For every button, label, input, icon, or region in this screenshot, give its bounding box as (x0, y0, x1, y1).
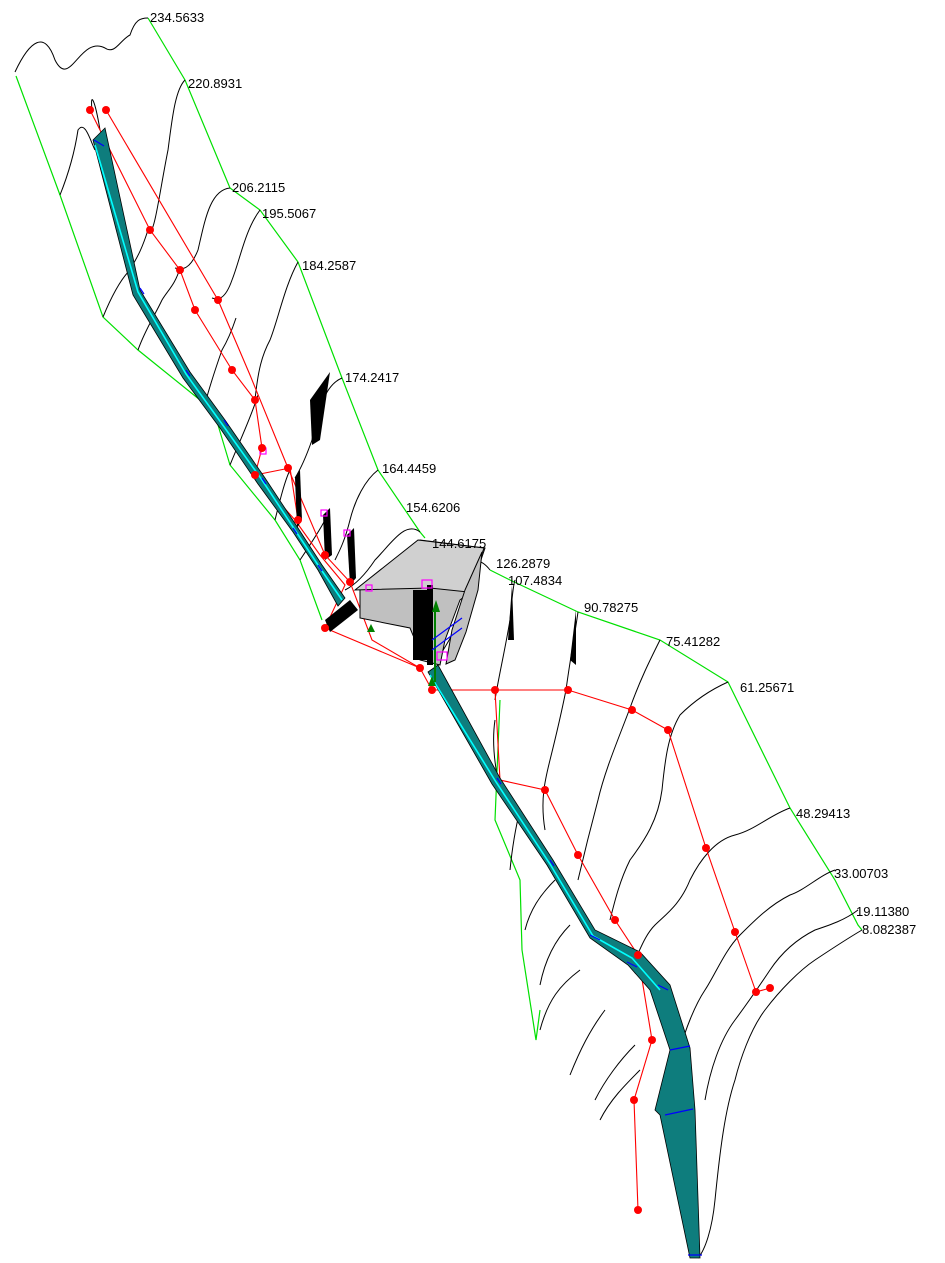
ineffective-block-6 (570, 610, 576, 665)
boundary-right-upper (489, 569, 863, 931)
flow-path-bridge-link (324, 627, 421, 669)
main-channel (92, 127, 701, 1259)
rs-label-126: 126.2879 (496, 556, 550, 571)
xs-61 (539, 681, 729, 986)
rs-label-19: 19.11380 (856, 904, 909, 919)
flow-nodes (86, 106, 774, 1214)
rs-label-33: 33.00703 (834, 866, 888, 881)
ineffective-block-4 (310, 372, 330, 445)
rs-label-234: 234.5633 (150, 10, 204, 25)
bridge-pier-1 (413, 590, 427, 660)
rs-label-90: 90.78275 (584, 600, 638, 615)
channel-lower (427, 664, 701, 1259)
flow-path-down-right (495, 689, 771, 993)
flow-path-down-left (432, 689, 653, 1211)
rs-label-220: 220.8931 (188, 76, 242, 91)
rs-label-144: 144.6175 (432, 536, 486, 551)
xs-33 (569, 869, 836, 1076)
ineffective-block-5 (508, 585, 514, 640)
green-arrow-stem-1 (434, 612, 436, 682)
rs-label-107: 107.4834 (508, 573, 562, 588)
ineffective-block-3 (347, 528, 356, 585)
ineffective-block-1 (295, 470, 302, 528)
xs-75 (524, 639, 661, 931)
ineffective-block-2 (323, 508, 332, 560)
bridge (259, 372, 576, 686)
xs-220 (59, 79, 186, 233)
ineffective-marker-c (343, 529, 351, 537)
xs-48 (539, 807, 791, 1031)
xs-184 (204, 261, 299, 405)
channel-upper (92, 127, 346, 607)
rs-label-184: 184.2587 (302, 258, 356, 273)
bridge-blue-line-2 (431, 627, 463, 651)
xs-164 (274, 469, 379, 561)
rs-label-61: 61.25671 (740, 680, 794, 695)
xs-08 (599, 929, 863, 1259)
boundary-upper-left (147, 17, 426, 539)
channel-markers (93, 139, 702, 1256)
rs-label-75: 75.41282 (666, 634, 720, 649)
xs-234 (14, 17, 149, 131)
bridge-blue-line-1 (431, 617, 463, 641)
reach-boundary (15, 17, 863, 1041)
green-arrow-1 (432, 600, 440, 612)
boundary-right-lower (494, 699, 541, 1041)
green-arrow-2 (367, 624, 375, 632)
xs-90 (509, 611, 579, 871)
flow-path-left (89, 109, 346, 629)
rs-label-08: 8.082387 (862, 922, 916, 937)
rs-label-48: 48.29413 (796, 806, 850, 821)
water-edge-lower (429, 674, 661, 991)
green-arrow-3 (428, 676, 436, 686)
water-edge-upper (94, 144, 343, 601)
rs-label-154: 154.6206 (406, 500, 460, 515)
ineffective-marker-d (365, 584, 373, 592)
rs-label-206: 206.2115 (232, 180, 285, 195)
ineffective-marker-f (436, 651, 448, 661)
ineffective-marker-e (421, 579, 433, 589)
river-station-labels: 234.5633 220.8931 206.2115 195.5067 184.… (150, 10, 916, 937)
xs-19 (594, 909, 859, 1101)
ineffective-marker-b (320, 509, 328, 517)
rs-label-195: 195.5067 (262, 206, 316, 221)
bridge-wingwall-left (325, 600, 358, 632)
rs-label-164: 164.4459 (382, 461, 436, 476)
bridge-pier-2 (427, 585, 433, 665)
rs-label-174: 174.2417 (345, 370, 399, 385)
